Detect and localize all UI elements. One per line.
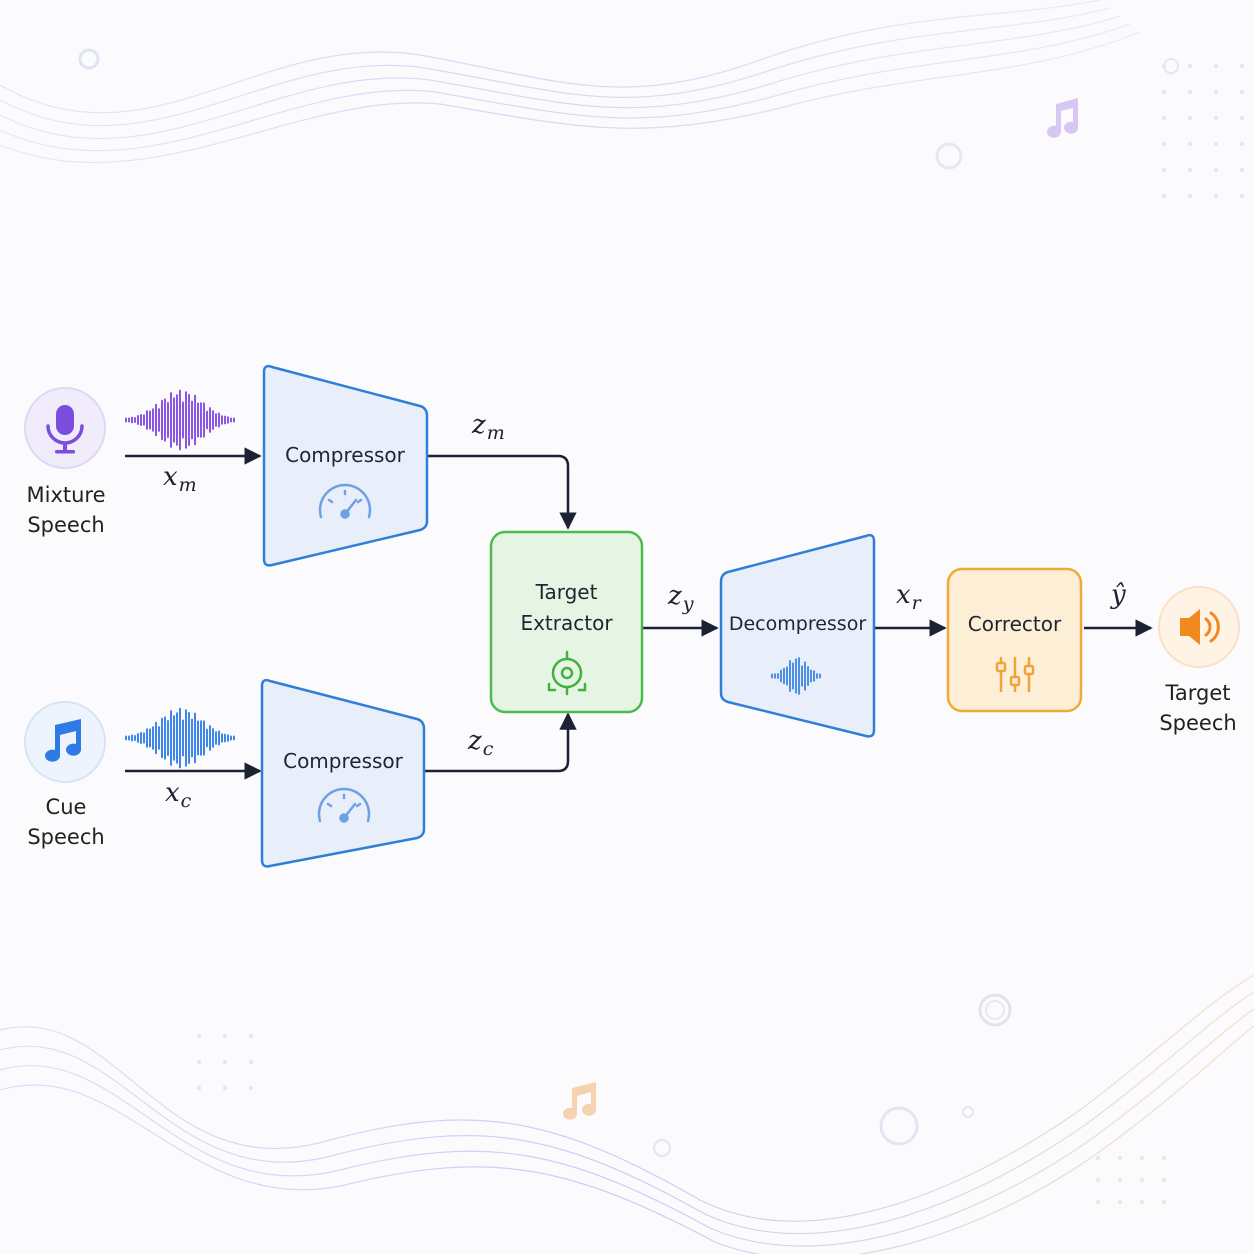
decor-dot [1095,1199,1101,1205]
decor-dot [1161,141,1167,147]
dot-grid-bottom-left [196,1033,254,1091]
decor-dot [1139,1155,1145,1161]
signal-y-hat: ŷ [1111,580,1126,610]
target-extractor-line1: Target [535,580,598,604]
decor-dot [1213,89,1219,95]
decor-dot [1239,141,1245,147]
decor-dot [1139,1199,1145,1205]
signal-x-r: xr [896,580,921,614]
decor-dot [1161,1177,1167,1183]
decor-dot [1161,63,1167,69]
cue-speech-label: Cue Speech [15,792,117,852]
mixture-waveform [125,389,235,451]
speedometer-icon [317,787,371,823]
arrow-zc-to-extractor [425,712,577,773]
decor-dot [1213,193,1219,199]
target-extractor-line2: Extractor [520,611,613,635]
decor-dot [1187,115,1193,121]
decorative-elements [78,48,1245,1205]
compressor-top-block [262,364,429,567]
decor-dot [1213,141,1219,147]
sliders-icon [995,656,1035,693]
decor-dot [196,1059,202,1065]
dot-grid-top-right [1161,63,1245,199]
decor-dot [1161,193,1167,199]
mixture-label-line2: Speech [27,513,105,537]
target-icon [547,650,587,696]
decor-dot [222,1059,228,1065]
decor-dot [1187,89,1193,95]
decor-dot [1239,167,1245,173]
decor-dot [248,1059,254,1065]
signal-z-m: zm [472,410,505,444]
decor-dot [248,1085,254,1091]
target-extractor-label: Target Extractor [491,577,642,639]
signal-x-c: xc [165,778,192,812]
target-extractor-block [489,530,644,714]
waveform-icon [771,657,821,695]
decor-dot [1213,63,1219,69]
speedometer-icon [318,483,372,519]
dot-grid-bottom-right [1095,1155,1167,1205]
decor-dot [1239,193,1245,199]
decor-dot [1187,141,1193,147]
mixture-label-line1: Mixture [26,483,106,507]
decor-dot [1139,1177,1145,1183]
signal-x-m: xm [163,462,197,496]
compressor-top-label: Compressor [285,443,405,467]
decor-dot [1161,167,1167,173]
decor-dot [1239,115,1245,121]
target-speech-icon [1158,586,1240,668]
decor-dot [1213,115,1219,121]
corrector-block [946,567,1083,713]
decor-dot [222,1085,228,1091]
compressor-bottom-block [260,678,426,868]
decor-dot [1161,89,1167,95]
arrow-zm-to-extractor [428,454,577,530]
mixture-speech-label: Mixture Speech [15,480,117,540]
decor-dot [1095,1155,1101,1161]
cue-speech-icon [24,701,106,783]
music-note-icon [45,719,81,762]
mixture-speech-icon [24,387,106,469]
speaker-icon [1180,609,1220,645]
decor-dot [222,1033,228,1039]
target-label-line2: Speech [1159,711,1237,735]
decor-dot [1213,167,1219,173]
decor-dot [1161,1199,1167,1205]
microphone-icon [46,405,84,454]
decor-dot [1187,193,1193,199]
decor-dot [1095,1177,1101,1183]
compressor-bottom-label: Compressor [283,749,403,773]
cue-label-line1: Cue [45,795,87,819]
corrector-label: Corrector [967,612,1062,636]
decor-dot [1117,1155,1123,1161]
signal-z-c: zc [468,726,494,760]
decompressor-block [719,533,876,738]
cue-waveform [125,707,235,769]
target-speech-label: Target Speech [1146,678,1250,738]
music-note-decor-top [1047,98,1078,138]
decor-dot [1187,63,1193,69]
decor-dot [1239,63,1245,69]
decor-dot [1117,1199,1123,1205]
music-note-decor-bottom [563,1082,596,1120]
signal-z-y: zy [668,581,694,615]
cue-label-line2: Speech [27,825,105,849]
decor-dot [248,1033,254,1039]
decor-dot [1161,1155,1167,1161]
decor-dot [196,1033,202,1039]
background-wave-bottom [0,974,1254,1254]
target-label-line1: Target [1165,681,1231,705]
decor-dot [1117,1177,1123,1183]
decor-dot [1239,89,1245,95]
decompressor-label: Decompressor [728,613,867,635]
decor-dot [1187,167,1193,173]
decor-dot [196,1085,202,1091]
background-wave-top [0,0,1141,164]
decor-dot [1161,115,1167,121]
